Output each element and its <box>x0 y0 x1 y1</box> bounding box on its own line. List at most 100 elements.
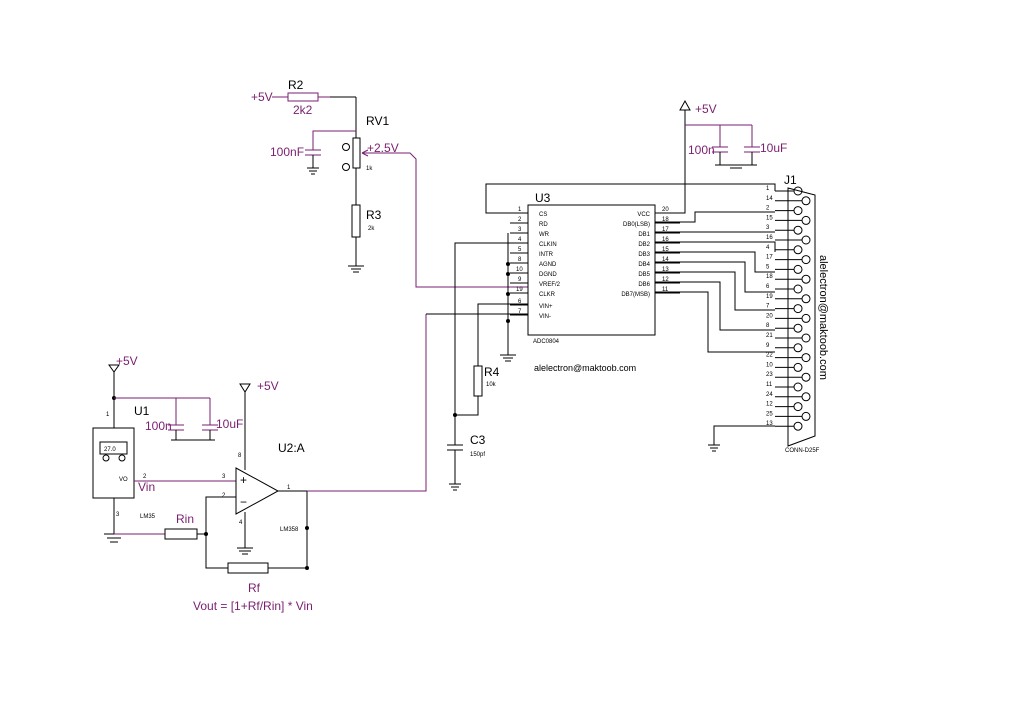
rin-label: Rin <box>176 512 194 526</box>
u3-pin-number: 8 <box>518 257 522 263</box>
u3-pin-name: VREF/2 <box>539 282 561 288</box>
j1-pin-socket <box>801 333 811 343</box>
u1-pin1: 1 <box>106 412 110 418</box>
u1-pin-vo: VO <box>119 477 128 483</box>
u2-name: U2:A <box>278 441 305 455</box>
u3-pin-name: DB2 <box>638 242 650 248</box>
c-100n-u1-value: 100n <box>145 419 172 433</box>
j1-shell <box>787 187 816 447</box>
u3-pin-number: 6 <box>518 299 522 305</box>
u1-name: U1 <box>134 404 150 418</box>
supply-label-u1: +5V <box>116 354 138 368</box>
u2-pin4: 4 <box>239 520 243 526</box>
j1-part: CONN-D25F <box>785 448 820 454</box>
u1-down-icon <box>102 454 110 462</box>
j1-pin-number: 16 <box>766 235 773 241</box>
rf-label: Rf <box>248 581 261 595</box>
u3-pin-name: AGND <box>539 262 557 268</box>
j1-pin-socket <box>793 421 803 431</box>
r2-name: R2 <box>288 78 304 92</box>
u3-name: U3 <box>535 191 551 205</box>
u3-pin-name: RD <box>539 222 548 228</box>
u3-pin-name: DGND <box>539 272 557 278</box>
supply-label-adc: +5V <box>695 102 717 116</box>
u3-pin-number: 2 <box>518 217 522 223</box>
u1-display-value: 27.0 <box>104 447 116 453</box>
u3-part: ADC0804 <box>533 339 560 345</box>
u2-pin1: 1 <box>287 485 291 491</box>
r3-resistor <box>351 204 361 238</box>
supply-label-opamp: +5V <box>257 379 279 393</box>
j1-pin-number: 14 <box>766 196 773 202</box>
r3-name: R3 <box>366 208 382 222</box>
u1-vin: Vin <box>138 480 155 494</box>
u2-pin8: 8 <box>238 453 242 459</box>
j1-connector: J1 1142153164175186197208219221023112412… <box>655 173 829 454</box>
u3-pin-number: 7 <box>518 309 522 315</box>
c-10uf-adc-value: 10uF <box>760 141 787 155</box>
j1-pin-socket <box>793 304 803 314</box>
j1-pin-socket <box>793 382 803 392</box>
u3-pin-name: WR <box>539 232 550 238</box>
u3-pin-name: DB7(MSB) <box>621 292 650 298</box>
j1-pin-number: 21 <box>766 333 773 339</box>
reference-divider: +5V R2 2k2 RV1 1k +2.5V 100nF R3 2k <box>251 78 528 288</box>
j1-pin-number: 1 <box>766 186 770 192</box>
j1-pin-socket <box>793 362 803 372</box>
rv1-name: RV1 <box>366 114 389 128</box>
j1-pin-number: 17 <box>766 255 773 261</box>
c-100nf-value: 100nF <box>270 145 304 159</box>
j1-pin-socket <box>801 392 811 402</box>
u3-pin-name: DB6 <box>638 282 650 288</box>
u2-triangle <box>235 467 280 515</box>
u3-pin-number: 3 <box>518 227 522 233</box>
gain-formula: Vout = [1+Rf/Rin] * Vin <box>193 599 313 613</box>
u3-pin-name: DB4 <box>638 262 650 268</box>
svg-text:−: − <box>240 495 247 509</box>
u3-pin-number: 14 <box>662 257 669 263</box>
j1-pin-socket <box>801 215 811 225</box>
rv1-wiper-voltage: +2.5V <box>367 141 399 155</box>
u3-pin-number: 11 <box>662 287 669 293</box>
u3-adc: U3 ADC0804 1CS2RD3WR4CLKIN5INTR8AGND10DG… <box>447 99 787 491</box>
j1-pin-socket <box>793 245 803 255</box>
j1-pin-socket <box>793 264 803 274</box>
j1-pin-socket <box>801 411 811 421</box>
j1-pin-number: 15 <box>766 215 773 221</box>
u3-pin-name: VCC <box>637 212 650 218</box>
j1-pin-socket <box>801 372 811 382</box>
j1-pin-number: 23 <box>766 372 773 378</box>
c-100n-adc-value: 100n <box>688 143 715 157</box>
r4-name: R4 <box>484 365 500 379</box>
j1-pin-number: 11 <box>766 382 773 388</box>
u3-pin-name: DB0(LSB) <box>623 222 650 228</box>
j1-pin-number: 9 <box>766 343 770 349</box>
j1-pin-number: 4 <box>766 245 770 251</box>
j1-pin-socket <box>801 255 811 265</box>
rf-resistor <box>227 562 269 574</box>
j1-pin-number: 10 <box>766 362 773 368</box>
r4-value: 10k <box>486 382 497 388</box>
u3-pin-number: 15 <box>662 247 669 253</box>
u3-pin-name: DB3 <box>638 252 650 258</box>
j1-pin-socket <box>793 323 803 333</box>
u1-display <box>99 441 128 455</box>
u3-pin-number: 17 <box>662 227 669 233</box>
u3-pin-number: 18 <box>662 217 669 223</box>
u2-pin2: 2 <box>222 493 226 499</box>
u1-pin3: 3 <box>116 512 120 518</box>
rv1-up-icon <box>342 143 350 151</box>
c-10uf-u1-value: 10uF <box>216 417 243 431</box>
j1-pin-socket <box>801 353 811 363</box>
u1-sensor: +5V 100n 10uF U1 1 27.0 VO 2 Vin 3 LM35 <box>92 354 243 543</box>
email-vertical-label: alelectron@maktoob.com <box>817 255 829 380</box>
j1-pin-number: 5 <box>766 264 770 270</box>
j1-pin-socket <box>801 235 811 245</box>
rv1-down-icon <box>342 163 350 171</box>
u3-pin-name: CLKR <box>539 292 556 298</box>
j1-pin-number: 18 <box>766 274 773 280</box>
u1-up-icon <box>118 454 126 462</box>
u3-pin-number: 1 <box>518 207 522 213</box>
j1-pin-number: 6 <box>766 284 770 290</box>
j1-pin-socket <box>801 196 811 206</box>
